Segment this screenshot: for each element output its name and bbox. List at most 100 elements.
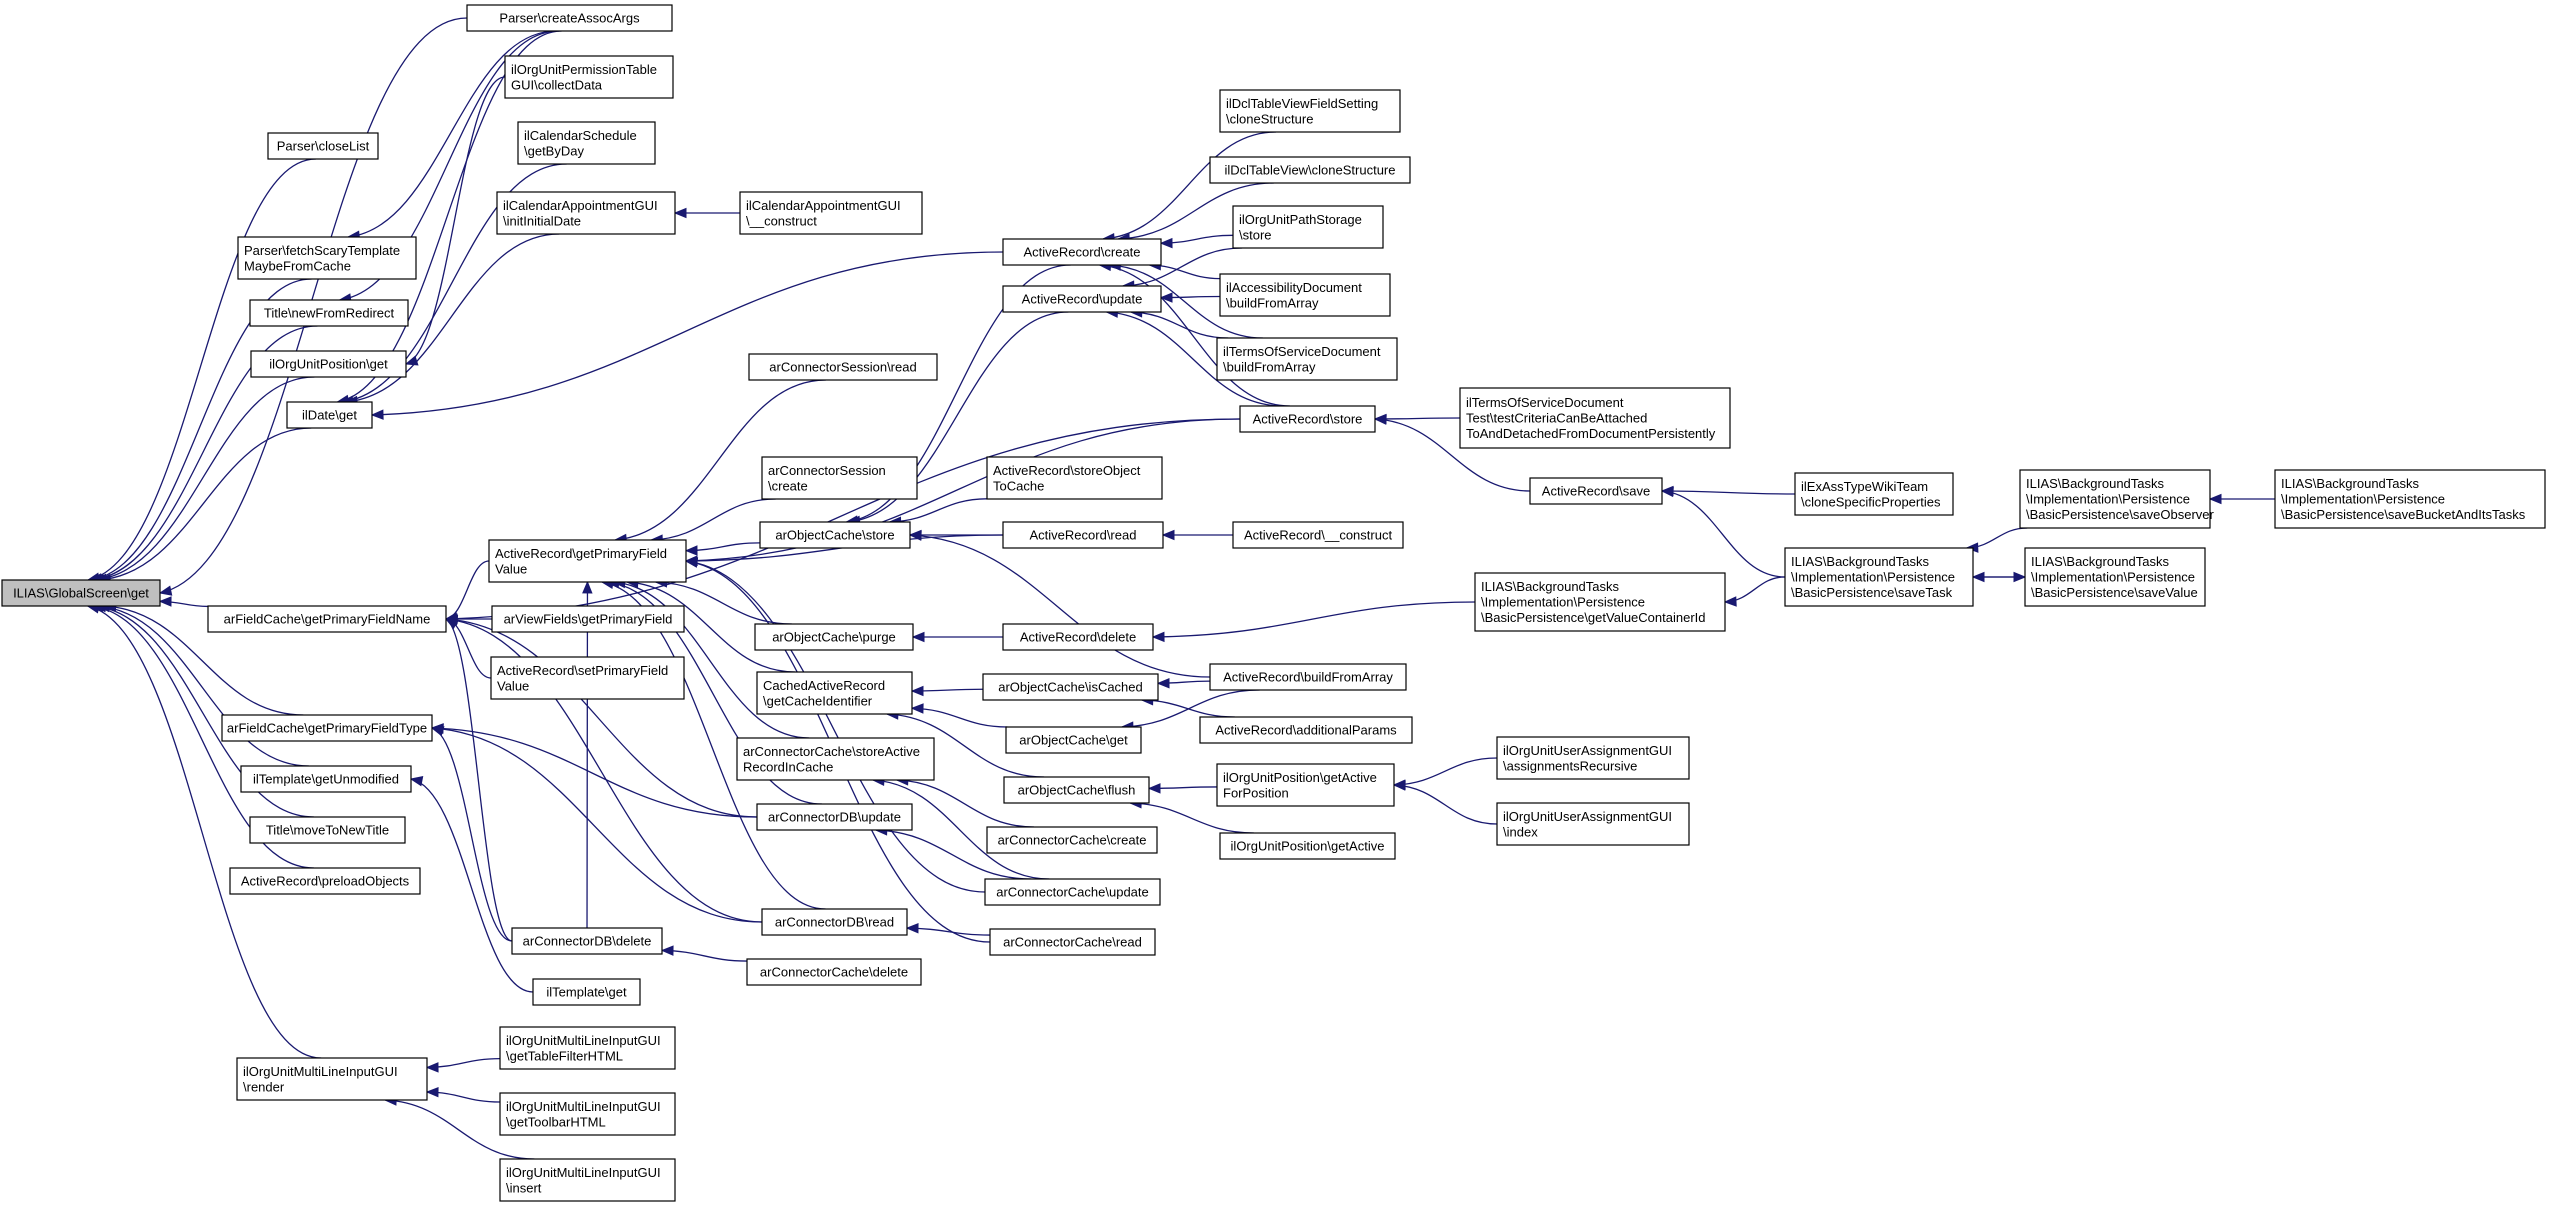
edge-arrowhead [1392,780,1406,791]
root-node[interactable]: ILIAS\GlobalScreen\get [1,579,161,607]
node-label: \BasicPersistence\saveTask [1791,585,1953,600]
function-node[interactable]: arConnectorDB\read [761,908,908,936]
function-node[interactable]: ILIAS\BackgroundTasks\Implementation\Per… [1784,547,1974,607]
function-node[interactable]: ilDate\get [286,401,373,429]
function-node[interactable]: ilOrgUnitPosition\get [250,350,407,378]
call-edge [910,703,1008,728]
function-node[interactable]: ilAccessibilityDocument\buildFromArray [1219,273,1391,317]
function-node[interactable]: Parser\createAssocArgs [466,4,673,32]
function-node[interactable]: ilTemplate\get [532,978,641,1006]
function-node[interactable]: arConnectorCache\delete [746,958,922,986]
node-box [761,456,918,500]
function-node[interactable]: ilOrgUnitMultiLineInputGUI\insert [499,1158,676,1202]
node-label: arConnectorDB\read [775,915,894,930]
function-node[interactable]: arConnectorDB\delete [511,927,663,955]
function-node[interactable]: arViewFields\getPrimaryField [491,605,685,633]
node-label: ToAndDetachedFromDocumentPersistently [1466,426,1716,441]
function-node[interactable]: ilTermsOfServiceDocumentTest\testCriteri… [1459,387,1731,449]
function-node[interactable]: ActiveRecord\create [1002,238,1162,266]
function-node[interactable]: ilDclTableView\cloneStructure [1209,156,1411,184]
edge-arrowhead [905,922,919,934]
function-node[interactable]: ILIAS\BackgroundTasks\Implementation\Per… [2019,469,2215,529]
function-node[interactable]: arFieldCache\getPrimaryFieldType [221,714,433,742]
function-node[interactable]: Title\newFromRedirect [249,299,409,327]
function-node[interactable]: arObjectCache\flush [1003,776,1150,804]
function-node[interactable]: ActiveRecord\__construct [1232,521,1404,549]
function-node[interactable]: arObjectCache\purge [754,623,914,651]
node-label: ilTermsOfServiceDocument [1466,395,1624,410]
function-node[interactable]: arConnectorSession\create [761,456,918,500]
function-node[interactable]: ilOrgUnitUserAssignmentGUI\index [1496,802,1690,846]
node-label: \getCacheIdentifier [763,693,873,708]
function-node[interactable]: ilOrgUnitMultiLineInputGUI\render [236,1057,428,1101]
function-node[interactable]: arConnectorCache\update [984,878,1161,906]
function-node[interactable]: ActiveRecord\preloadObjects [229,867,421,895]
function-node[interactable]: ActiveRecord\update [1002,285,1162,313]
function-node[interactable]: ilTemplate\getUnmodified [240,765,412,793]
edge-arrowhead [582,580,593,594]
function-node[interactable]: arFieldCache\getPrimaryFieldName [207,605,447,633]
function-node[interactable]: arObjectCache\store [759,521,911,549]
function-node[interactable]: arConnectorCache\create [986,826,1158,854]
function-node[interactable]: ActiveRecord\store [1239,405,1376,433]
function-node[interactable]: ActiveRecord\read [1002,521,1164,549]
edge-arrowhead [370,409,384,420]
function-node[interactable]: ilOrgUnitPathStorage\store [1232,205,1384,249]
function-node[interactable]: ILIAS\BackgroundTasks\Implementation\Per… [2024,547,2206,607]
edge-arrowhead [1151,631,1165,643]
edge-arrowhead [1159,292,1173,303]
function-node[interactable]: ilCalendarAppointmentGUI\initInitialDate [496,191,676,235]
edge-arrowhead [1373,414,1387,425]
function-node[interactable]: ilExAssTypeWikiTeam\cloneSpecificPropert… [1794,472,1954,516]
function-node[interactable]: Title\moveToNewTitle [249,816,406,844]
node-box [756,671,913,715]
function-node[interactable]: ilCalendarAppointmentGUI\__construct [739,191,923,235]
function-node[interactable]: ActiveRecord\buildFromArray [1209,663,1407,691]
edge-line [90,278,312,581]
function-node[interactable]: arConnectorCache\read [989,928,1156,956]
function-node[interactable]: arObjectCache\isCached [982,673,1159,701]
edge-line [405,76,506,365]
function-node[interactable]: CachedActiveRecord\getCacheIdentifier [756,671,913,715]
node-label: arConnectorDB\update [768,810,901,825]
node-label: \Implementation\Persistence [1791,570,1955,585]
function-node[interactable]: Parser\closeList [267,132,379,160]
node-label: ActiveRecord\delete [1020,630,1136,645]
function-node[interactable]: arConnectorSession\read [748,353,938,381]
function-node[interactable]: ILIAS\BackgroundTasks\Implementation\Per… [1474,572,1726,632]
node-label: ILIAS\BackgroundTasks [2281,476,2420,491]
node-label: Parser\fetchScaryTemplate [244,243,400,258]
function-node[interactable]: ilOrgUnitMultiLineInputGUI\getTableFilte… [499,1026,676,1070]
function-node[interactable]: ActiveRecord\delete [1002,623,1154,651]
function-node[interactable]: ActiveRecord\additionalParams [1199,716,1413,744]
function-node[interactable]: ilOrgUnitPosition\getActive [1219,832,1396,860]
edge-line [98,605,309,767]
function-node[interactable]: arObjectCache\get [1005,726,1142,754]
node-label: arObjectCache\flush [1018,783,1136,798]
function-node[interactable]: arConnectorDB\update [756,803,913,831]
edge-arrowhead [158,585,173,596]
node-label: Value [495,561,527,576]
edge-line [685,418,1241,562]
node-label: ilTemplate\getUnmodified [253,772,399,787]
node-box [1005,726,1142,754]
function-node[interactable]: arConnectorCache\storeActiveRecordInCach… [736,737,935,781]
edge-arrowhead [1159,237,1173,249]
function-node[interactable]: ilOrgUnitMultiLineInputGUI\getToolbarHTM… [499,1092,676,1136]
function-node[interactable]: ilOrgUnitUserAssignmentGUI\assignmentsRe… [1496,736,1690,780]
node-label: \getToolbarHTML [506,1114,606,1129]
function-node[interactable]: ILIAS\BackgroundTasks\Implementation\Per… [2274,469,2546,529]
function-node[interactable]: ilCalendarSchedule\getByDay [517,121,656,165]
function-node[interactable]: ActiveRecord\save [1529,477,1663,505]
node-label: ActiveRecord\store [1253,412,1363,427]
node-box [517,121,656,165]
edge-line [410,778,534,993]
function-node[interactable]: ilTermsOfServiceDocument\buildFromArray [1216,337,1398,381]
function-node[interactable]: ilDclTableViewFieldSetting\cloneStructur… [1219,89,1401,133]
